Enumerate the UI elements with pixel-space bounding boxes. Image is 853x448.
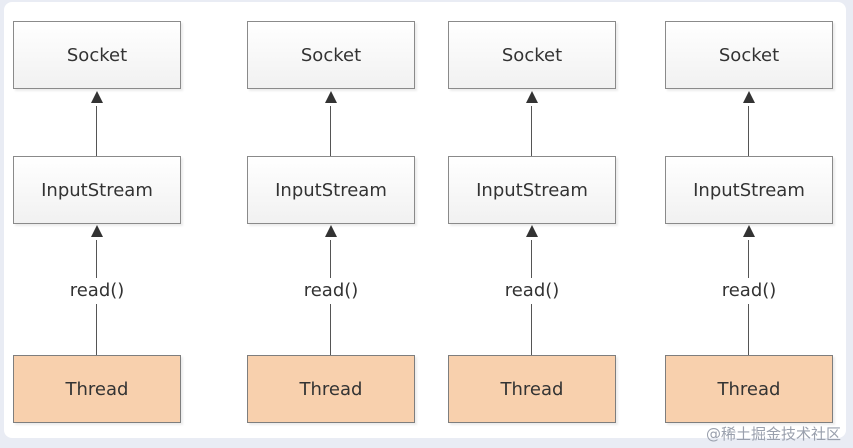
inputstream-box: InputStream [247,156,415,224]
thread-box: Thread [448,355,616,423]
read-label: read() [287,278,375,304]
socket-box: Socket [247,21,415,89]
socket-connector [330,106,331,156]
socket-connector [531,106,532,156]
column-3: Socket InputStream read() Thread [448,2,616,438]
column-4: Socket InputStream read() Thread [665,2,833,438]
socket-box: Socket [665,21,833,89]
read-label: read() [488,278,576,304]
thread-box: Thread [665,355,833,423]
watermark: @稀土掘金技术社区 [705,425,841,443]
inputstream-box: InputStream [13,156,181,224]
socket-connector [96,106,97,156]
arrowhead-icon [743,91,755,103]
arrowhead-icon [91,91,103,103]
inputstream-box: InputStream [448,156,616,224]
arrowhead-icon [743,225,755,237]
thread-box: Thread [13,355,181,423]
thread-box: Thread [247,355,415,423]
column-2: Socket InputStream read() Thread [247,2,415,438]
arrowhead-icon [526,225,538,237]
arrowhead-icon [526,91,538,103]
read-label: read() [53,278,141,304]
inputstream-box: InputStream [665,156,833,224]
socket-box: Socket [13,21,181,89]
read-label: read() [705,278,793,304]
socket-connector [748,106,749,156]
socket-box: Socket [448,21,616,89]
diagram-canvas: Socket InputStream read() Thread Socket … [4,2,846,438]
arrowhead-icon [325,91,337,103]
column-1: Socket InputStream read() Thread [13,2,181,438]
arrowhead-icon [91,225,103,237]
arrowhead-icon [325,225,337,237]
